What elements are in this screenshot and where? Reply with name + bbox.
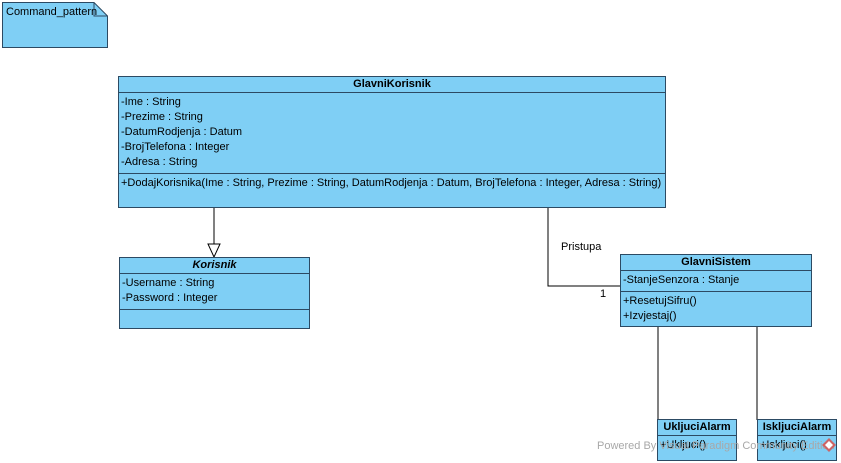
attribute: -Password : Integer xyxy=(122,292,218,304)
class-name: UkljuciAlarm xyxy=(658,420,736,436)
class-name: Korisnik xyxy=(120,258,309,274)
class-name: IskljuciAlarm xyxy=(758,420,836,436)
operations-compartment: +Ukljuci() xyxy=(658,436,736,456)
operations-compartment xyxy=(120,310,309,315)
attribute: -Adresa : String xyxy=(121,156,198,168)
operation: +Iskljuci() xyxy=(760,439,807,451)
note-shape xyxy=(2,2,108,48)
attributes-compartment: -Username : String -Password : Integer xyxy=(120,274,309,310)
association-label: Pristupa xyxy=(561,241,602,253)
attribute: -StanjeSenzora : Stanje xyxy=(623,274,740,286)
attribute: -Ime : String xyxy=(121,96,181,108)
operation: +DodajKorisnika(Ime : String, Prezime : … xyxy=(121,177,662,189)
watermark-text: Powered By Visual Paradigm Community Edi… xyxy=(597,440,835,452)
operations-compartment: +ResetujSifru() +Izvjestaj() xyxy=(621,292,811,327)
attribute: -DatumRodjenja : Datum xyxy=(121,126,243,138)
class-korisnik[interactable]: Korisnik -Username : String -Password : … xyxy=(119,257,310,329)
operation: +ResetujSifru() xyxy=(623,295,697,307)
visual-paradigm-logo-icon xyxy=(822,438,836,452)
generalization-arrowhead xyxy=(207,243,221,259)
class-ukljuci-alarm[interactable]: UkljuciAlarm +Ukljuci() xyxy=(657,419,737,461)
operations-compartment: +Iskljuci() xyxy=(758,436,836,456)
attribute: -BrojTelefona : Integer xyxy=(121,141,230,153)
association-multiplicity: 1 xyxy=(600,288,607,300)
class-name: GlavniKorisnik xyxy=(119,77,665,93)
class-glavni-sistem[interactable]: GlavniSistem -StanjeSenzora : Stanje +Re… xyxy=(620,254,812,327)
attributes-compartment: -Ime : String -Prezime : String -DatumRo… xyxy=(119,93,665,174)
attribute: -Prezime : String xyxy=(121,111,203,123)
attribute: -Username : String xyxy=(122,277,215,289)
class-name: GlavniSistem xyxy=(621,255,811,271)
class-glavni-korisnik[interactable]: GlavniKorisnik -Ime : String -Prezime : … xyxy=(118,76,666,208)
class-iskljuci-alarm[interactable]: IskljuciAlarm +Iskljuci() xyxy=(757,419,837,461)
association-line xyxy=(547,208,621,287)
operations-compartment: +DodajKorisnika(Ime : String, Prezime : … xyxy=(119,174,665,194)
attributes-compartment: -StanjeSenzora : Stanje xyxy=(621,271,811,292)
operation: +Ukljuci() xyxy=(660,439,707,451)
operation: +Izvjestaj() xyxy=(623,310,677,322)
diagram-name-note[interactable]: Command_pattern xyxy=(2,2,108,48)
note-text: Command_pattern xyxy=(6,6,98,18)
